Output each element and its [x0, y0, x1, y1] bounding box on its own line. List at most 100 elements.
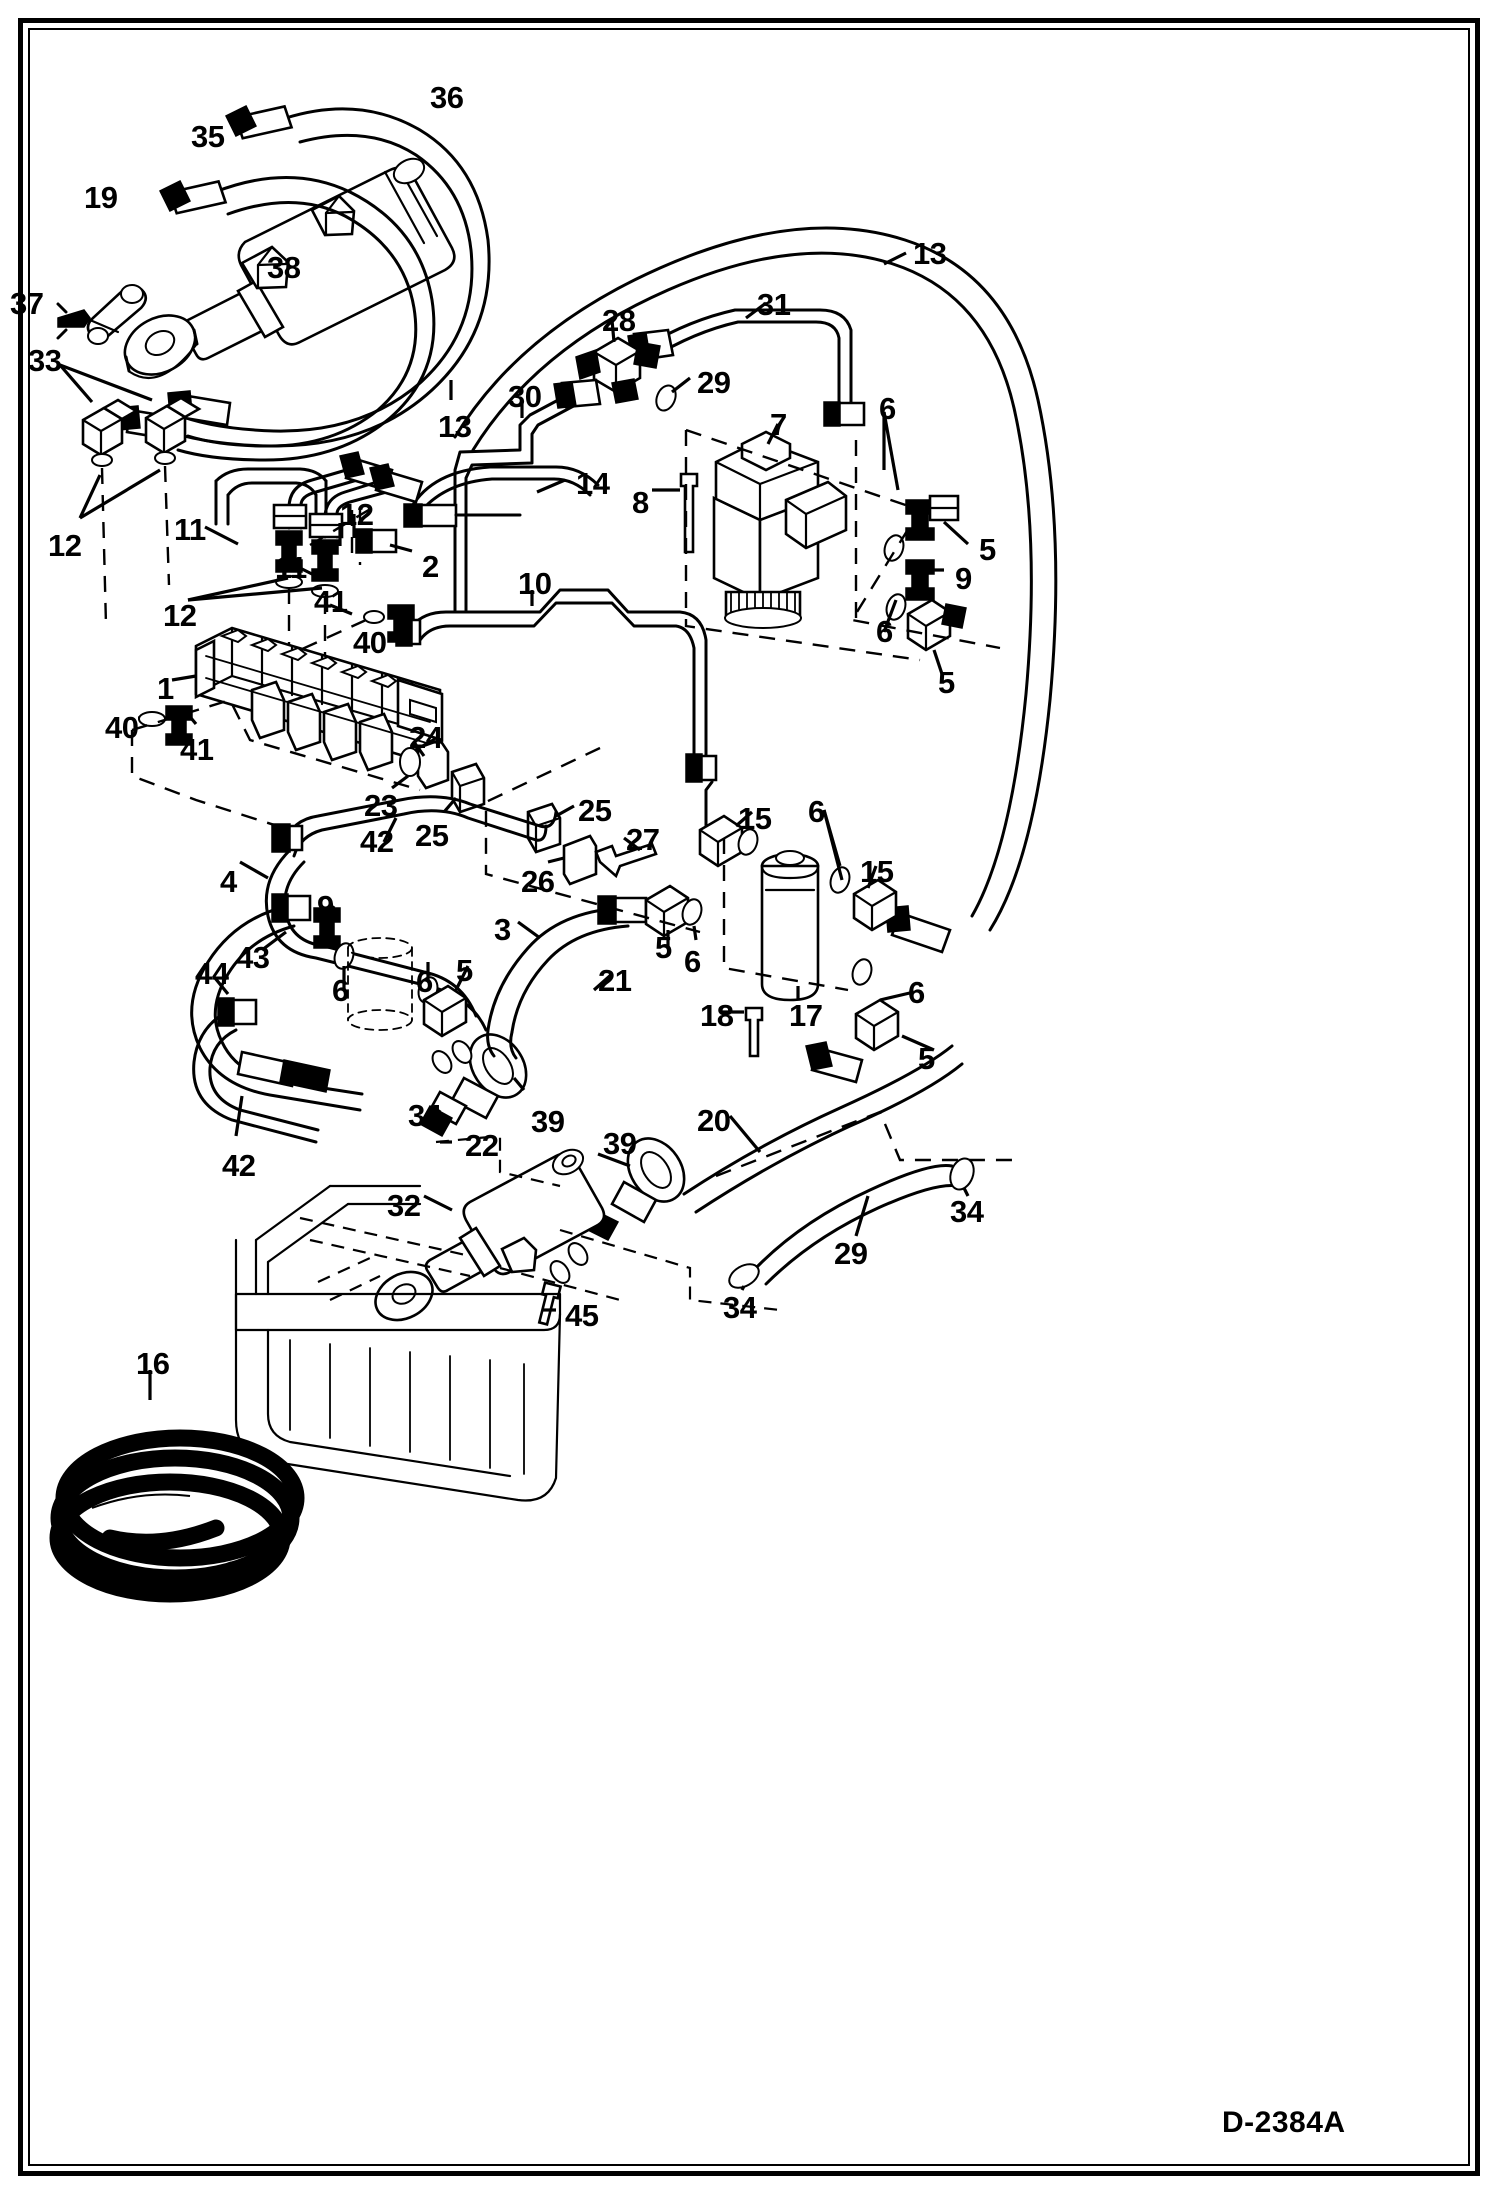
callout-12-c: 12: [163, 598, 197, 633]
callout-34-a: 34: [408, 1098, 442, 1133]
callout-24: 24: [409, 720, 443, 755]
callout-11-a: 11: [174, 512, 206, 547]
callout-4: 4: [220, 864, 237, 899]
callout-43: 43: [236, 940, 270, 975]
callout-14: 14: [576, 466, 610, 501]
callout-42-a: 42: [360, 824, 394, 859]
callout-19: 19: [84, 180, 118, 215]
callout-42-b: 42: [222, 1148, 256, 1183]
callout-38: 38: [267, 250, 301, 285]
callout-39-a: 39: [531, 1104, 565, 1139]
callout-21: 21: [598, 963, 632, 998]
callout-6-f: 6: [332, 973, 349, 1008]
callout-2: 2: [422, 549, 439, 584]
part-8-bolt: [679, 472, 699, 554]
callout-5-e: 5: [918, 1041, 935, 1076]
callout-26: 26: [521, 864, 555, 899]
part-30-tube: [453, 378, 602, 612]
part-35-hose: [159, 176, 436, 462]
callout-34-b: 34: [950, 1194, 984, 1229]
callout-15-b: 15: [860, 854, 894, 889]
part-14-tube: [409, 465, 600, 523]
callout-9-a: 9: [955, 561, 972, 596]
fitting-cluster-lower-left: [313, 907, 468, 1038]
callout-13-top: 13: [913, 236, 947, 271]
callout-6-c: 6: [808, 794, 825, 829]
callout-18: 18: [700, 998, 734, 1033]
part-38-cylinder: [123, 157, 456, 380]
callout-41-b: 41: [180, 732, 214, 767]
callout-39-b: 39: [603, 1126, 637, 1161]
callout-6-d: 6: [684, 944, 701, 979]
part-3-hose: [486, 895, 648, 1034]
callout-6-b: 6: [876, 614, 893, 649]
part-29-oring-top: [655, 384, 677, 412]
part-13-long-hose: [453, 226, 1058, 954]
callout-34-c: 34: [723, 1290, 757, 1325]
part-32-blade-cylinder: [374, 1148, 606, 1322]
callout-15-a: 15: [738, 801, 772, 836]
part-20-hose: [682, 1041, 975, 1289]
part-42-tube: [271, 795, 558, 858]
callout-37: 37: [10, 286, 44, 321]
callout-16: 16: [136, 1346, 170, 1381]
drawing-outer-frame: [18, 18, 1480, 2176]
part-16-coiled-hose: [49, 1429, 305, 1603]
part-21-hose: [486, 1028, 518, 1060]
callout-31: 31: [757, 287, 791, 322]
callout-11-b: 11: [275, 550, 307, 585]
callout-8: 8: [632, 485, 649, 520]
callout-30: 30: [508, 379, 542, 414]
callout-12-b: 12: [48, 528, 82, 563]
part-18-bolt: [744, 1006, 764, 1058]
fitting-5-6-mid: [644, 884, 703, 938]
callout-5-b: 5: [938, 665, 955, 700]
callout-22: 22: [465, 1128, 499, 1163]
part-27-bolt: [594, 842, 658, 879]
part-24-clamp: [399, 738, 450, 790]
callout-5-a: 5: [979, 532, 996, 567]
callout-25-a: 25: [415, 818, 449, 853]
callout-45: 45: [565, 1298, 599, 1333]
callout-6-g: 6: [908, 975, 925, 1010]
part-1-control-valve: [194, 626, 444, 772]
callout-5-d: 5: [456, 953, 473, 988]
callout-44: 44: [195, 956, 229, 991]
callout-6-a: 6: [879, 391, 896, 426]
part-15-elbows: [698, 780, 900, 1052]
drawing-inner-frame: [28, 28, 1470, 2166]
part-10-tube: [395, 588, 718, 783]
callout-9-b: 9: [317, 889, 334, 924]
blade-assembly: [234, 1184, 562, 1502]
reservoir-ghost: [347, 937, 413, 1031]
callout-27: 27: [626, 822, 660, 857]
callout-12-a: 12: [340, 497, 374, 532]
callout-33: 33: [28, 343, 62, 378]
part-17-filter: [760, 850, 820, 1002]
callout-23: 23: [364, 788, 398, 823]
callout-36: 36: [430, 80, 464, 115]
callout-13-mid: 13: [438, 409, 472, 444]
part-7-swing-motor: [712, 430, 848, 629]
part-2-fittings: [355, 503, 522, 554]
drawing-number: D-2384A: [1222, 2106, 1346, 2139]
callout-10: 10: [518, 566, 552, 601]
callout-28: 28: [602, 303, 636, 338]
part-2-line: [214, 467, 328, 526]
callout-7: 7: [770, 407, 787, 442]
callout-41-a: 41: [314, 584, 348, 619]
part-37-pin: [56, 302, 120, 340]
callout-25-b: 25: [578, 793, 612, 828]
part-33-elbows: [81, 396, 202, 467]
callout-6-e: 6: [416, 964, 433, 999]
callout-29-b: 29: [834, 1236, 868, 1271]
callout-3: 3: [494, 912, 511, 947]
callout-35: 35: [191, 119, 225, 154]
part-26-clamp-plate: [562, 834, 598, 886]
part-39-coupler-left: [418, 1033, 528, 1138]
callout-20: 20: [697, 1103, 731, 1138]
part-44-hose: [192, 997, 331, 1144]
callout-17: 17: [789, 998, 823, 1033]
